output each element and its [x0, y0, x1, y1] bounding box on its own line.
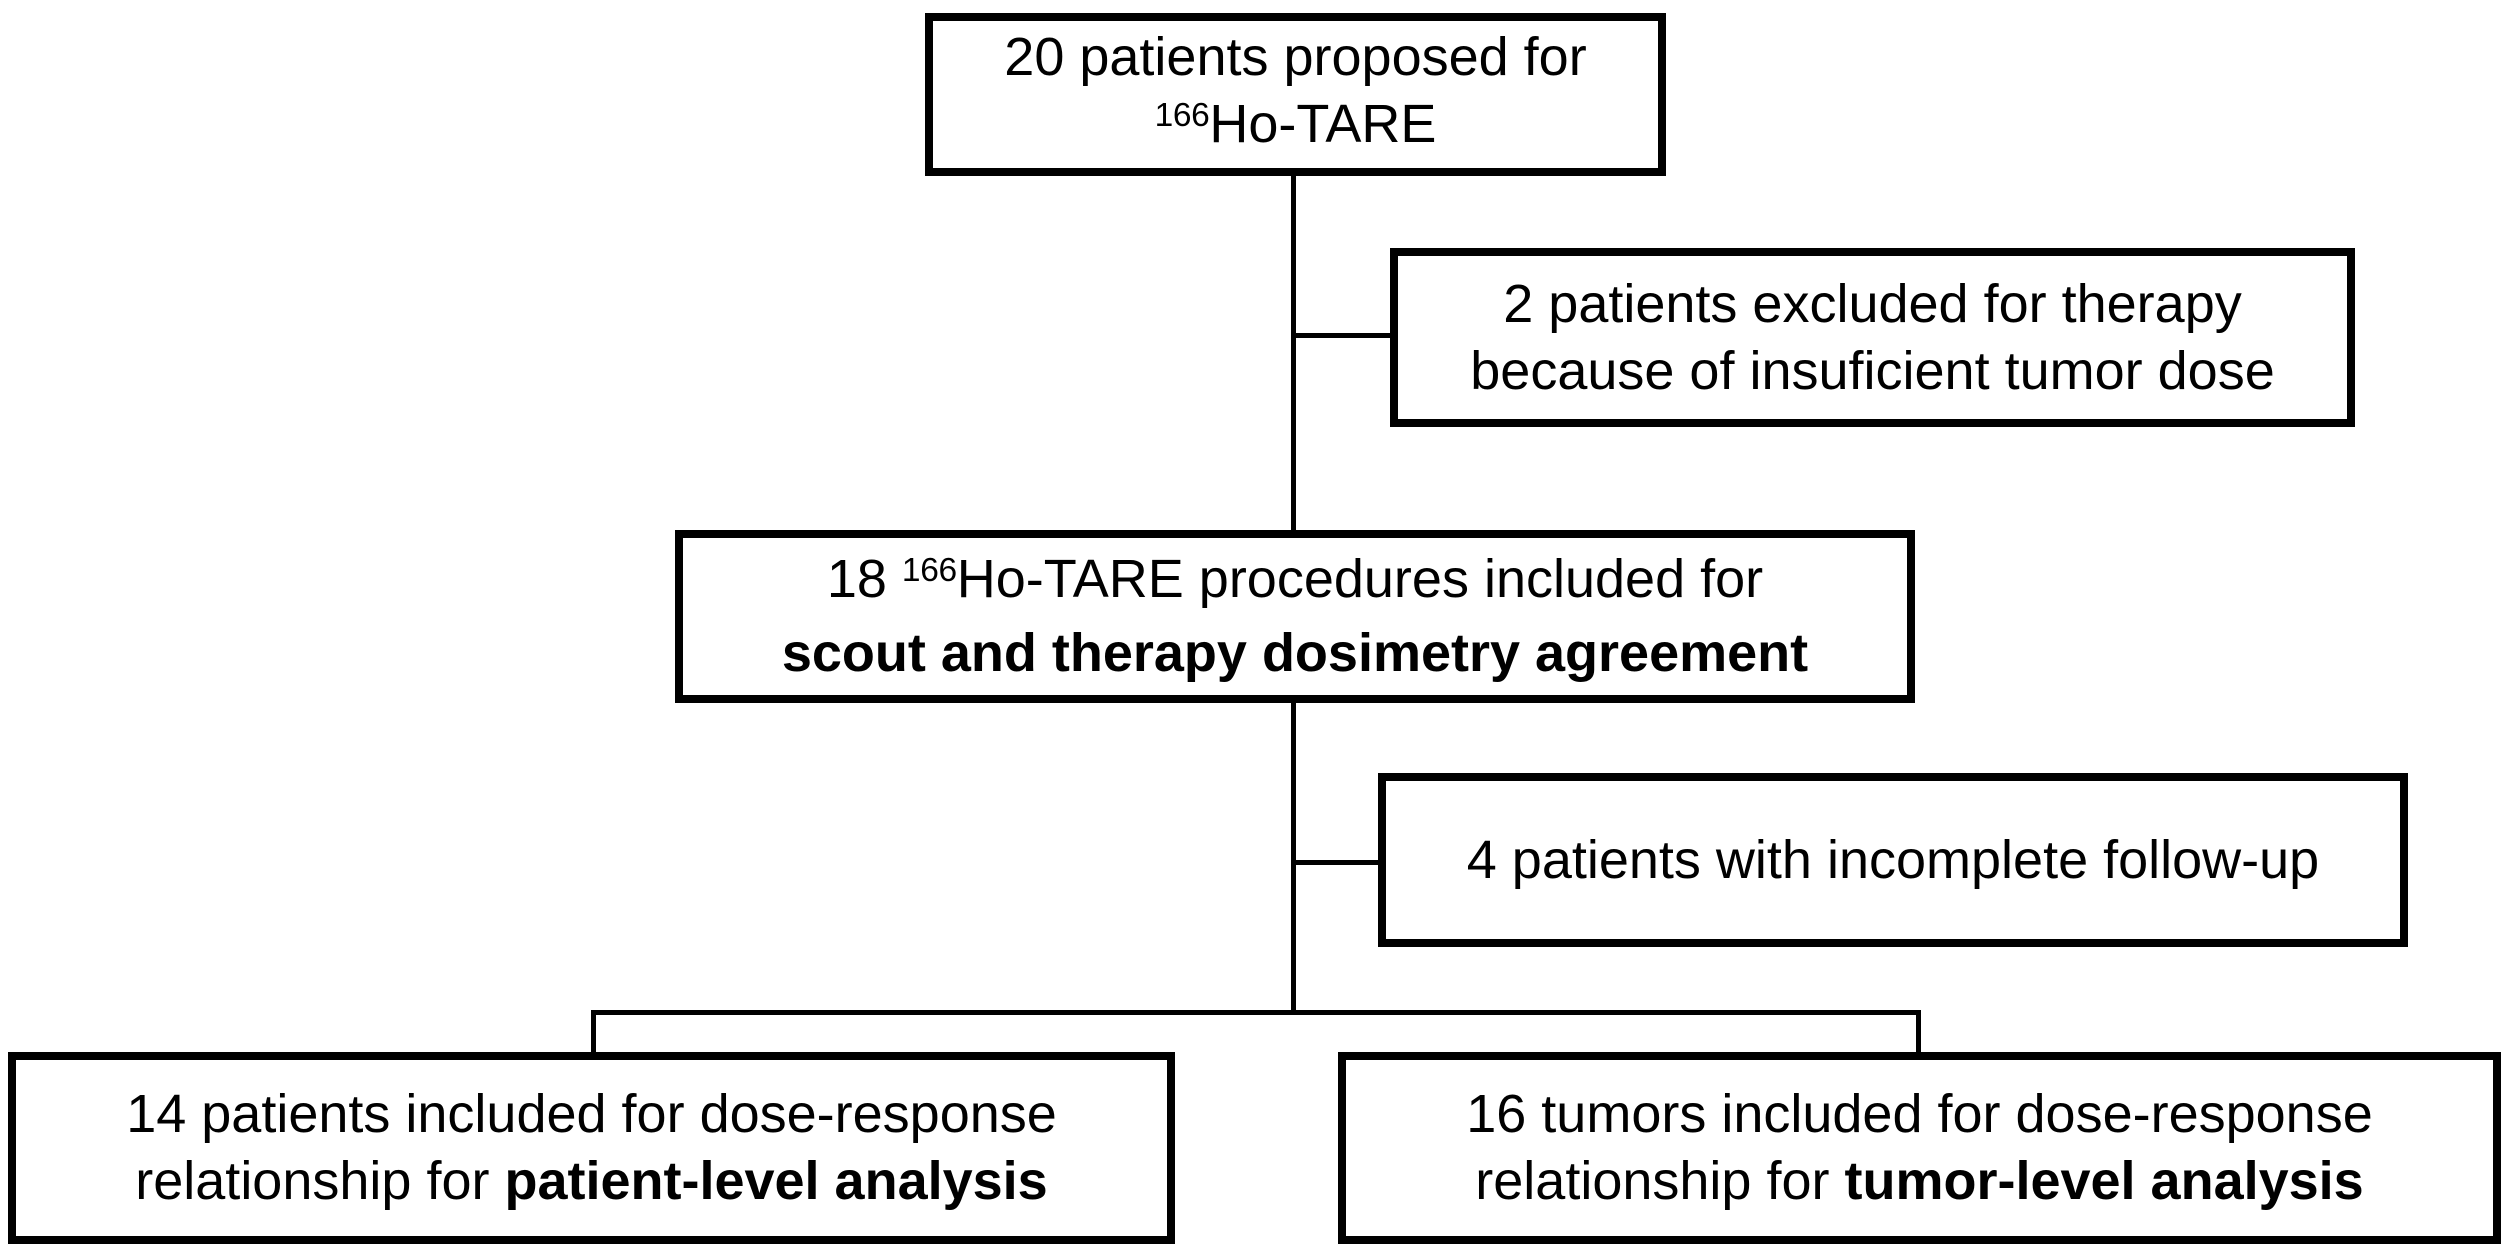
box-patient-line2-bold: patient-level analysis — [504, 1151, 1048, 1211]
box-patient-line2: relationship for patient-level analysis — [135, 1148, 1047, 1215]
box-followup-line1: 4 patients with incomplete follow-up — [1466, 829, 2320, 890]
flow-box-tumor-level-analysis: 16 tumors included for dose-response rel… — [1338, 1052, 2501, 1244]
box-excluded-line1: 2 patients excluded for therapy — [1503, 273, 2242, 334]
box-proposed-line2-rest: Ho-TARE — [1209, 94, 1437, 154]
connector-drop-tumor-level — [1916, 1010, 1921, 1052]
connector-branch-excluded — [1293, 333, 1390, 338]
box-tumor-line1: 16 tumors included for dose-response — [1466, 1084, 2373, 1144]
connector-agreement-to-split — [1291, 703, 1296, 1015]
connector-proposed-to-agreement — [1291, 176, 1296, 530]
isotope-superscript: 166 — [901, 551, 957, 589]
box-excluded-line2: because of insuficient tumor dose — [1470, 340, 2275, 401]
isotope-superscript: 166 — [1154, 96, 1210, 134]
box-tumor-line2-bold: tumor-level analysis — [1844, 1151, 2364, 1211]
box-proposed-line1: 20 patients proposed for — [1004, 27, 1587, 87]
flow-box-excluded: 2 patients excluded for therapy because … — [1390, 248, 2355, 427]
flow-box-incomplete-followup: 4 patients with incomplete follow-up — [1378, 773, 2408, 947]
box-agreement-line1-rest: Ho-TARE procedures included for — [956, 549, 1764, 609]
box-tumor-line2-prefix: relationship for — [1475, 1151, 1845, 1211]
box-agreement-line2-bold: scout and therapy dosimetry agreement — [781, 623, 1809, 683]
connector-drop-patient-level — [591, 1010, 596, 1052]
box-agreement-line1-prefix: 18 — [826, 549, 902, 609]
connector-branch-followup — [1293, 860, 1378, 865]
box-patient-line1: 14 patients included for dose-response — [126, 1084, 1057, 1144]
box-agreement-line1: 18 166Ho-TARE procedures included for — [827, 546, 1763, 620]
flow-box-proposed: 20 patients proposed for 166Ho-TARE — [925, 13, 1666, 176]
connector-split-horizontal — [591, 1010, 1921, 1015]
flow-box-patient-level-analysis: 14 patients included for dose-response r… — [8, 1052, 1175, 1244]
box-patient-line2-prefix: relationship for — [135, 1151, 505, 1211]
box-tumor-line2: relationship for tumor-level analysis — [1475, 1148, 2363, 1215]
flow-box-dosimetry-agreement: 18 166Ho-TARE procedures included for sc… — [675, 530, 1915, 703]
box-proposed-line2: 166Ho-TARE — [1155, 91, 1437, 165]
